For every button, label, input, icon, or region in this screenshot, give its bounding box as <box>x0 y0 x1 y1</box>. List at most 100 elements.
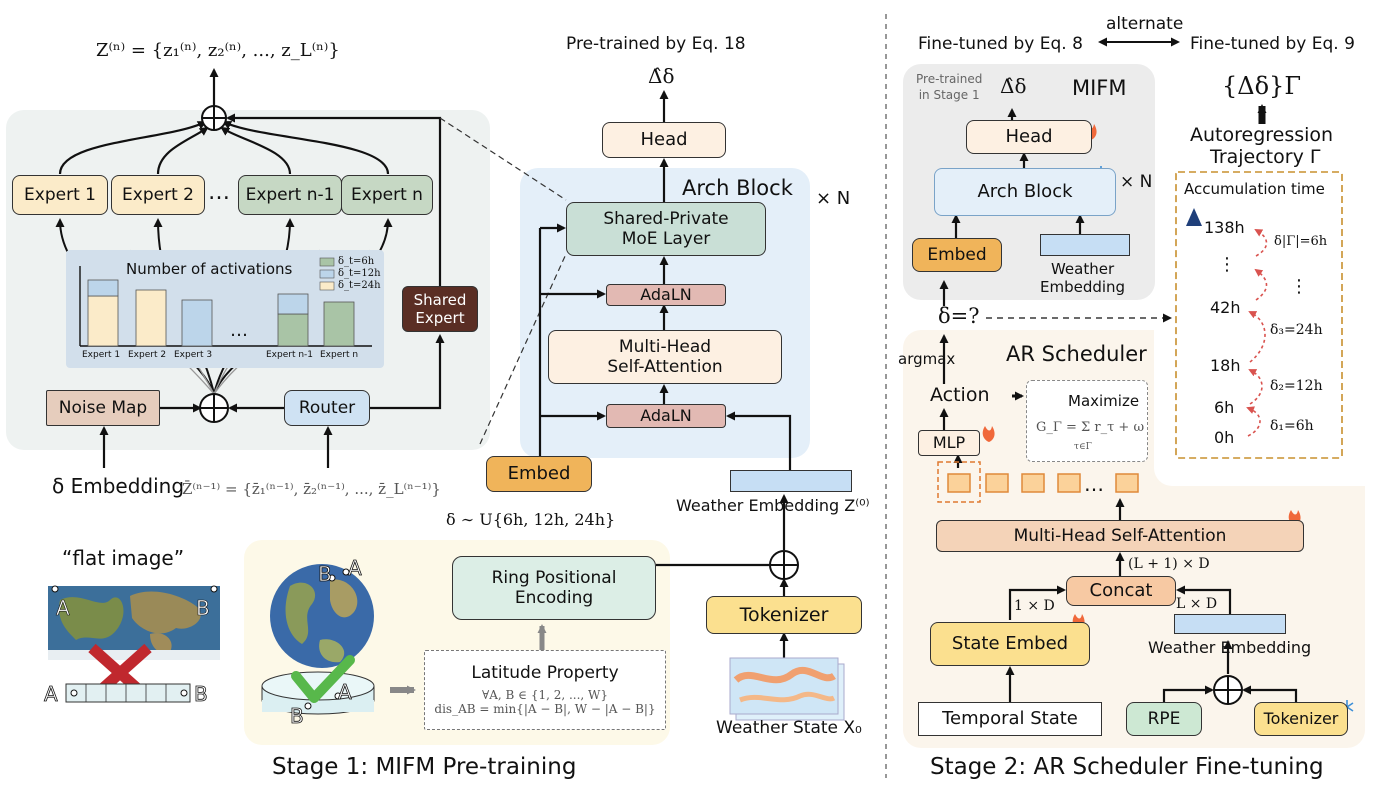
times-n-mifm: × N <box>1120 172 1153 192</box>
flat-image-label: “flat image” <box>62 546 185 570</box>
delta-hat-mifm: Δ̂δ <box>1000 74 1027 98</box>
mhsa-line2: Self-Attention <box>607 357 723 377</box>
bar-label-n-1: Expert n-1 <box>266 350 314 360</box>
bar-label-3: Expert 3 <box>174 350 213 360</box>
bar-label-n: Expert n <box>320 350 359 360</box>
finetuned-eq9: Fine-tuned by Eq. 9 <box>1190 34 1355 54</box>
g-equation-sub: τ∈Γ <box>1074 442 1092 452</box>
globe-point-a: A <box>348 556 362 581</box>
delta-2: δ₂=12h <box>1270 378 1323 394</box>
arch-block-title: Arch Block <box>682 176 793 200</box>
expert-n-1: Expert n-1 <box>238 175 342 215</box>
autoregression-label: Autoregression <box>1190 124 1334 146</box>
weather-embedding-z0: Weather Embedding Z⁽⁰⁾ <box>676 496 870 515</box>
legend-12h: δ_t=12h <box>338 268 381 279</box>
adaln-top: AdaLN <box>606 284 726 306</box>
arch-block-mifm: Arch Block <box>934 168 1116 216</box>
maximize-box <box>1026 380 1148 462</box>
latitude-eq1: ∀A, B ∈ {1, 2, ..., W} <box>481 687 609 702</box>
time-ellipsis: ⋮ <box>1218 254 1236 275</box>
z-bar-formula: Z̄⁽ⁿ⁻¹⁾ = {z̄₁⁽ⁿ⁻¹⁾, z̄₂⁽ⁿ⁻¹⁾, ..., z̄_L… <box>182 480 441 498</box>
time-42h: 42h <box>1210 298 1241 317</box>
delta-last: δ|Γ|=6h <box>1274 234 1328 249</box>
adaln-bottom: AdaLN <box>606 404 726 428</box>
dim-concat: (L + 1) × D <box>1128 556 1210 572</box>
g-equation: G_Γ = Σ r_τ + ω <box>1036 420 1145 435</box>
weather-emb-line2: Embedding <box>1040 278 1126 296</box>
weather-state-x0: Weather State X₀ <box>716 718 862 738</box>
flat-point-b: B <box>196 596 210 621</box>
dim-lxd: L × D <box>1176 596 1218 612</box>
bar-ellipsis: … <box>230 320 248 341</box>
expert-n: Expert n <box>341 175 433 215</box>
strip-point-b: B <box>194 682 209 707</box>
argmax-label: argmax <box>898 350 956 368</box>
weather-embedding-stage2-bar <box>1174 614 1286 634</box>
z-output-formula: Z⁽ⁿ⁾ = {z₁⁽ⁿ⁾, z₂⁽ⁿ⁾, ..., z_L⁽ⁿ⁾} <box>96 40 340 61</box>
flat-point-a: A <box>56 596 70 621</box>
strip-point-a: A <box>44 682 58 707</box>
rpe: RPE <box>1126 702 1202 736</box>
action-label: Action <box>930 384 990 406</box>
delta-embedding-label: δ Embedding <box>52 474 185 498</box>
ring-pe-line2: Encoding <box>514 588 594 608</box>
expert-ellipsis: … <box>208 180 230 205</box>
pretrained-eq18: Pre-trained by Eq. 18 <box>566 34 746 54</box>
weather-embedding-mifm: Weather Embedding <box>1040 260 1125 296</box>
tokenizer-stage1: Tokenizer <box>706 596 862 634</box>
stage1-title: Stage 1: MIFM Pre-training <box>272 754 577 780</box>
shared-expert-line1: Shared <box>413 291 467 309</box>
mhsa-stage2: Multi-Head Self-Attention <box>936 520 1304 552</box>
ring-point-b: B <box>290 704 305 729</box>
maximize-label: Maximize <box>1068 392 1140 410</box>
moe-layer-line2: MoE Layer <box>621 229 711 249</box>
token-ellipsis: … <box>1084 472 1104 496</box>
moe-layer: Shared-Private MoE Layer <box>566 202 766 256</box>
delta-ellipsis: ⋮ <box>1290 276 1308 297</box>
shared-expert-line2: Expert <box>415 309 465 327</box>
mhsa-stage1: Multi-Head Self-Attention <box>548 330 782 384</box>
times-n: × N <box>816 188 851 209</box>
trajectory-label: Trajectory Γ <box>1210 146 1321 168</box>
embed-stage1: Embed <box>486 456 592 492</box>
latitude-property: Latitude Property ∀A, B ∈ {1, 2, ..., W}… <box>424 650 666 730</box>
legend-24h: δ_t=24h <box>338 280 381 291</box>
expert-2: Expert 2 <box>111 175 205 215</box>
weather-embedding-bar <box>730 470 852 492</box>
pretrained-note-line1: Pre-trained <box>916 72 983 86</box>
head: Head <box>602 122 726 158</box>
pretrained-note-line2: in Stage 1 <box>918 87 980 102</box>
temporal-state: Temporal State <box>918 702 1102 736</box>
time-138h: 138h <box>1204 218 1245 237</box>
mhsa-line1: Multi-Head <box>618 336 712 357</box>
moe-layer-line1: Shared-Private <box>603 208 729 229</box>
delta-question: δ=? <box>938 304 980 328</box>
legend-6h: δ_t=6h <box>338 256 375 267</box>
shared-expert: Shared Expert <box>402 286 478 332</box>
ring-positional-encoding: Ring Positional Encoding <box>452 556 656 620</box>
accumulation-time: Accumulation time <box>1184 180 1325 198</box>
time-0h: 0h <box>1214 428 1235 447</box>
bar-label-2: Expert 2 <box>128 350 167 360</box>
ar-notch <box>1154 300 1366 486</box>
finetuned-eq8: Fine-tuned by Eq. 8 <box>918 34 1083 54</box>
weather-embedding-mifm-bar <box>1040 234 1130 256</box>
stage2-title: Stage 2: AR Scheduler Fine-tuning <box>930 754 1324 780</box>
delta-set: {Δδ}Γ <box>1222 72 1301 100</box>
state-embed: State Embed <box>930 622 1090 666</box>
latitude-title: Latitude Property <box>471 663 619 684</box>
time-18h: 18h <box>1210 356 1241 375</box>
delta-3: δ₃=24h <box>1270 322 1323 338</box>
ring-point-a: A <box>338 680 352 705</box>
tokenizer-stage2: Tokenizer <box>1254 702 1348 736</box>
ring-pe-line1: Ring Positional <box>491 567 617 588</box>
delta-distribution: δ ∼ U{6h, 12h, 24h} <box>446 510 616 529</box>
head-mifm: Head <box>966 120 1092 154</box>
weather-embedding-stage2: Weather Embedding <box>1148 638 1312 657</box>
ar-scheduler-title: AR Scheduler <box>1006 342 1147 366</box>
bar-label-1: Expert 1 <box>82 350 121 360</box>
weather-emb-line1: Weather <box>1050 260 1115 278</box>
noise-map: Noise Map <box>46 390 160 426</box>
router: Router <box>284 390 370 426</box>
